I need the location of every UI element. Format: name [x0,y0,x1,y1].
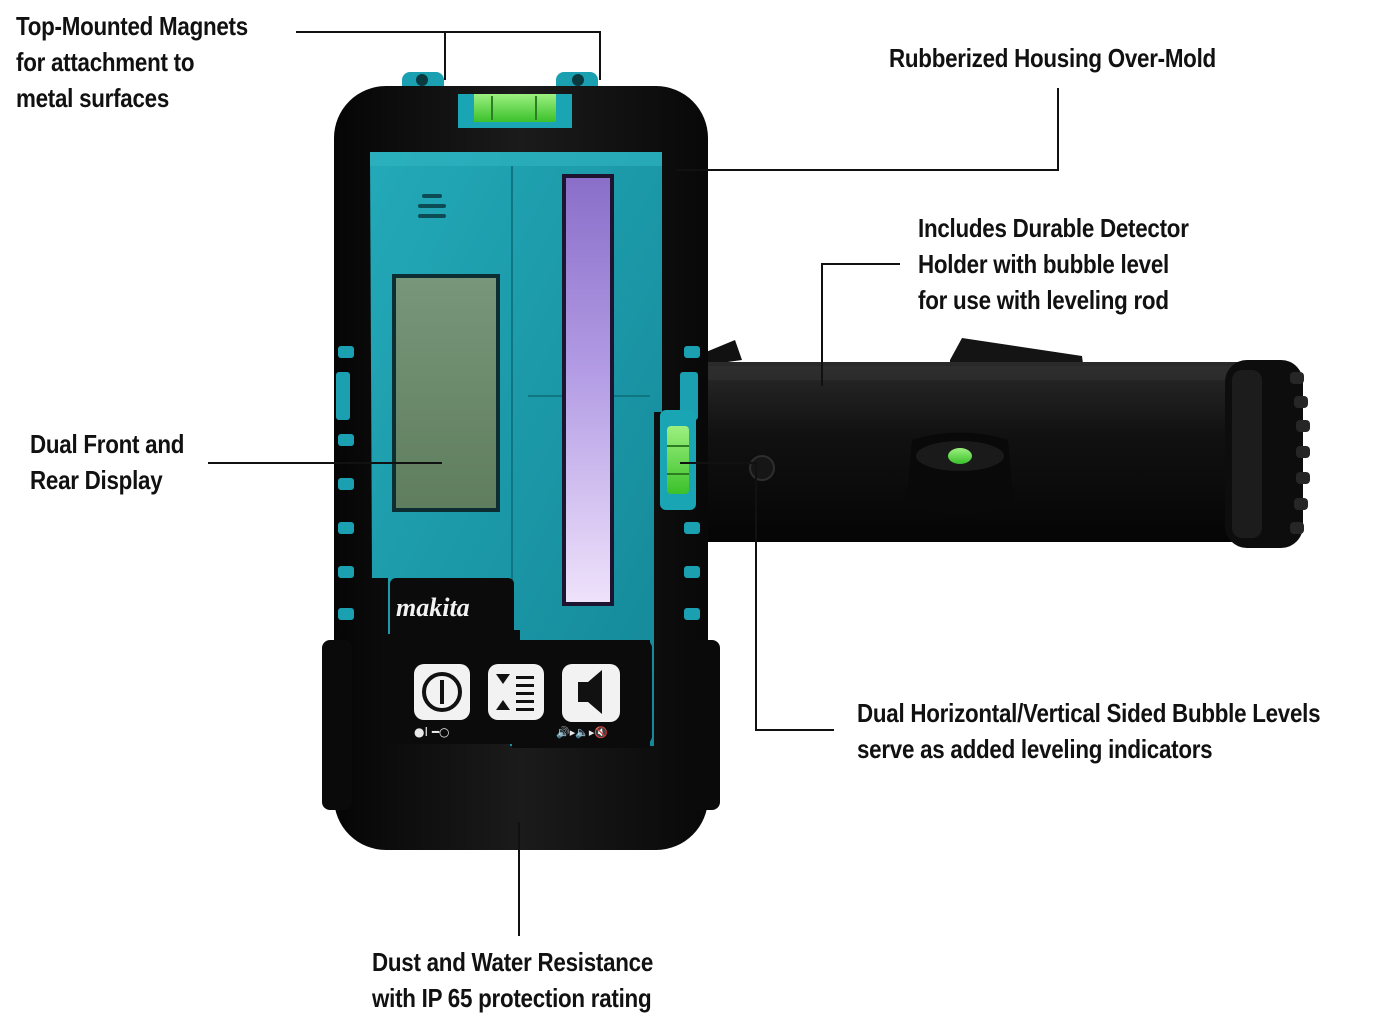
callout-holder-line-3: for use with leveling rod [918,285,1169,315]
logo-panel [390,578,514,642]
holder-bubble-vial [948,448,972,464]
magnets-leader-line [296,31,601,80]
callout-magnets: Top-Mounted Magnets for attachment to me… [16,8,248,116]
callout-bubble-levels-line-2: serve as added leveling indicators [857,734,1213,764]
callout-ip-rating: Dust and Water Resistance with IP 65 pro… [372,944,653,1016]
callout-bubble-levels-line-1: Dual Horizontal/Vertical Sided Bubble Le… [857,698,1321,728]
housing-leader-line [676,88,1059,171]
knob-ridges [1290,372,1310,534]
callout-holder-line-2: Holder with bubble level [918,249,1169,279]
laser-receiving-window [566,178,610,602]
callout-display-line-2: Rear Display [30,465,163,495]
callout-display: Dual Front and Rear Display [30,426,184,498]
top-bubble-vial [474,94,556,122]
callout-housing-line-1: Rubberized Housing Over-Mold [889,43,1216,73]
bubble-levels-leader-line [680,462,834,731]
detector-holder [690,338,1310,548]
power-button[interactable] [414,664,470,720]
side-grips-right [680,346,700,620]
holder-leader-line [821,263,900,386]
callout-housing: Rubberized Housing Over-Mold [889,40,1216,76]
volume-mode-indicators: 🔊▸🔈▸🔇 [556,725,608,739]
power-icon [422,672,462,712]
detector-body: makita ●I ━○ 🔊▸🔈▸🔇 [322,72,720,850]
accuracy-icon [496,674,534,711]
power-mode-indicators: ●I ━○ [414,725,450,739]
speaker-grille [418,194,446,218]
callout-magnets-line-2: for attachment to [16,47,195,77]
holder-screw [749,455,775,481]
speaker-icon [578,670,602,714]
callout-magnets-line-1: Top-Mounted Magnets [16,11,248,41]
callout-display-line-1: Dual Front and [30,429,185,459]
callout-bubble-levels: Dual Horizontal/Vertical Sided Bubble Le… [857,695,1321,767]
lcd-display [396,278,496,508]
callout-holder: Includes Durable Detector Holder with bu… [918,210,1189,318]
accuracy-button[interactable] [488,664,544,720]
callout-ip-rating-line-1: Dust and Water Resistance [372,947,654,977]
callout-magnets-line-3: metal surfaces [16,83,169,113]
side-grips-left [336,346,354,620]
callout-ip-rating-line-2: with IP 65 protection rating [372,983,652,1013]
side-bubble-vial [667,426,689,494]
brand-logo: makita [396,593,470,622]
callout-holder-line-1: Includes Durable Detector [918,213,1189,243]
volume-button[interactable] [562,664,620,722]
callout-lines [208,31,1059,936]
